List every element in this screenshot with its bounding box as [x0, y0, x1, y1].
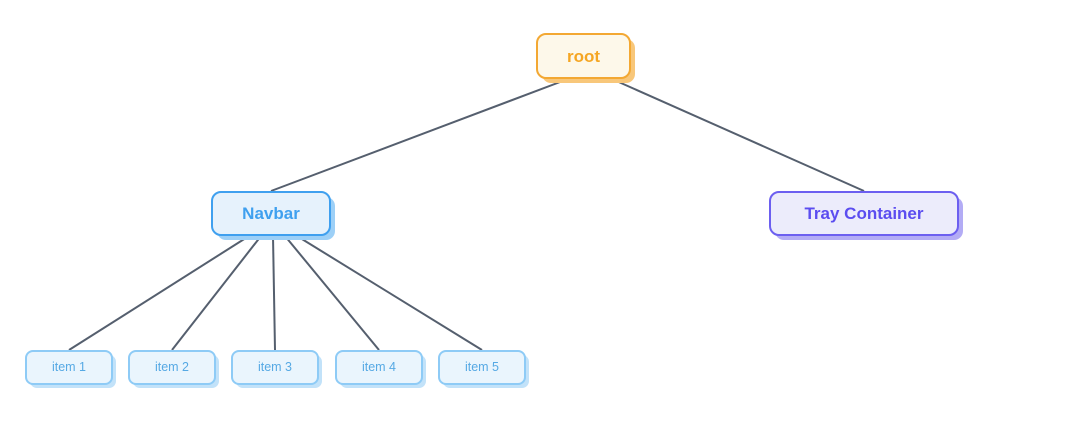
node-item-3-label: item 3	[257, 360, 293, 375]
node-root-label: root	[566, 46, 601, 66]
node-item-2[interactable]: item 2	[128, 350, 216, 385]
node-root[interactable]: root	[536, 33, 631, 79]
edge-navbar-to-item5	[296, 235, 483, 351]
node-tray-container[interactable]: Tray Container	[769, 191, 959, 236]
node-item-4-label: item 4	[361, 360, 397, 375]
edge-root-to-tray	[611, 78, 865, 192]
edge-navbar-to-item2	[171, 235, 262, 351]
node-item-5[interactable]: item 5	[438, 350, 526, 385]
edge-navbar-to-item3	[272, 235, 276, 351]
node-item-4[interactable]: item 4	[335, 350, 423, 385]
node-item-3[interactable]: item 3	[231, 350, 319, 385]
node-navbar[interactable]: Navbar	[211, 191, 331, 236]
node-item-1-label: item 1	[51, 360, 87, 375]
edge-root-to-navbar	[270, 78, 569, 192]
node-item-1[interactable]: item 1	[25, 350, 113, 385]
node-tray-container-label: Tray Container	[804, 204, 924, 223]
node-item-5-label: item 5	[464, 360, 500, 375]
edge-navbar-to-item1	[68, 235, 250, 351]
edge-navbar-to-item4	[284, 235, 380, 351]
node-item-2-label: item 2	[154, 360, 190, 375]
node-navbar-label: Navbar	[242, 204, 300, 223]
